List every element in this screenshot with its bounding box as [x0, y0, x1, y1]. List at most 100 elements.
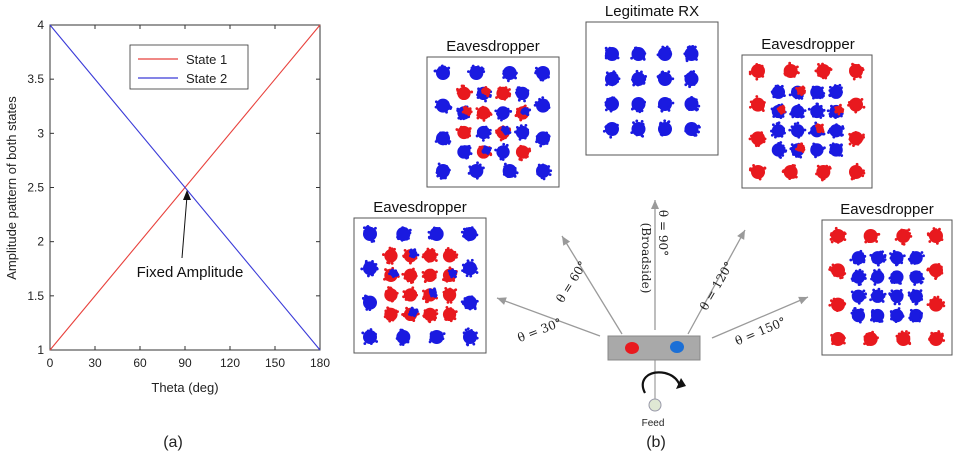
symbol-noise [831, 339, 835, 343]
symbol-noise [501, 158, 505, 161]
symbol-noise [445, 110, 448, 114]
symbol-noise [905, 229, 909, 233]
symbol-noise [519, 144, 523, 148]
symbol-noise [503, 155, 507, 159]
symbol-cluster [810, 85, 824, 99]
symbol-noise [467, 70, 470, 74]
symbol-cluster [658, 47, 672, 61]
symbol-noise [831, 263, 835, 267]
symbol-cluster [496, 106, 510, 120]
symbol-noise [819, 104, 823, 108]
symbol-noise [371, 259, 374, 263]
symbol-noise [449, 248, 453, 252]
x-tick-label: 0 [47, 356, 54, 370]
symbol-noise [829, 237, 833, 241]
symbol-noise [940, 271, 944, 275]
symbol-noise [816, 123, 820, 127]
symbol-noise [384, 309, 388, 313]
symbol-noise [386, 269, 390, 273]
symbol-noise [402, 290, 406, 294]
symbol-noise [818, 143, 821, 147]
symbol-noise [428, 307, 432, 311]
symbol-noise [467, 90, 471, 93]
symbol-noise [828, 85, 832, 89]
symbol-noise [448, 266, 452, 270]
symbol-noise [469, 152, 473, 156]
symbol-noise [544, 99, 548, 103]
symbol-noise [430, 236, 434, 240]
symbol-noise [422, 289, 425, 293]
symbol-noise [818, 130, 822, 134]
symbol-noise [508, 131, 512, 134]
symbol-noise [687, 108, 691, 111]
symbol-noise [406, 340, 410, 344]
symbol-noise [778, 155, 782, 158]
symbol-noise [370, 226, 373, 230]
symbol-noise [671, 101, 675, 105]
symbol-noise [781, 153, 785, 157]
symbol-noise [539, 78, 543, 82]
symbol-noise [514, 114, 518, 118]
symbol-noise [763, 137, 767, 141]
symbol-noise [500, 118, 503, 122]
symbol-noise [486, 93, 490, 97]
symbol-noise [841, 110, 844, 114]
symbol-noise [447, 137, 450, 141]
symbol-noise [748, 105, 752, 109]
rotation-arrow [641, 371, 682, 394]
symbol-noise [862, 289, 866, 293]
symbol-noise [415, 308, 419, 312]
symbol-noise [696, 107, 699, 111]
symbol-noise [510, 174, 514, 178]
symbol-noise [467, 238, 471, 242]
symbol-noise [877, 287, 881, 291]
symbol-noise [909, 274, 913, 278]
symbol-noise [412, 255, 416, 259]
symbol-noise [812, 85, 815, 89]
symbol-noise [793, 175, 796, 179]
symbol-noise [870, 277, 873, 281]
symbol-noise [466, 156, 470, 159]
symbol-noise [780, 111, 783, 115]
symbol-noise [814, 69, 818, 73]
symbol-noise [934, 276, 938, 280]
symbol-noise [861, 252, 864, 256]
direction-arrow [687, 229, 746, 335]
symbol-noise [463, 297, 467, 300]
symbol-noise [920, 272, 923, 276]
symbol-noise [472, 342, 476, 346]
symbol-noise [863, 276, 867, 280]
symbol-noise [484, 86, 488, 89]
symbol-noise [796, 155, 800, 158]
symbol-noise [528, 108, 532, 112]
symbol-noise [604, 108, 608, 112]
symbol-noise [413, 276, 417, 280]
symbol-noise [910, 261, 914, 265]
symbol-noise [476, 161, 479, 165]
symbol-noise [763, 101, 766, 104]
symbol-noise [519, 124, 523, 128]
symbol-noise [535, 135, 539, 138]
symbol-cluster [631, 97, 646, 111]
symbol-noise [437, 226, 441, 230]
symbol-noise [508, 92, 512, 96]
symbol-noise [795, 147, 798, 151]
symbol-noise [473, 307, 477, 311]
symbol-noise [604, 46, 608, 50]
symbol-noise [467, 171, 471, 175]
symbol-noise [784, 73, 788, 77]
symbol-noise [440, 334, 444, 338]
symbol-noise [482, 151, 486, 154]
symbol-noise [795, 104, 799, 108]
direction-label: θ = 120° [697, 259, 736, 313]
symbol-noise [853, 75, 857, 78]
symbol-noise [895, 300, 898, 304]
symbol-cluster [851, 270, 866, 284]
symbol-noise [499, 157, 503, 161]
symbol-cluster [890, 308, 904, 323]
symbol-noise [840, 86, 843, 90]
symbol-noise [496, 112, 499, 116]
symbol-noise [423, 315, 426, 319]
symbol-noise [406, 279, 410, 283]
symbol-noise [938, 227, 941, 231]
